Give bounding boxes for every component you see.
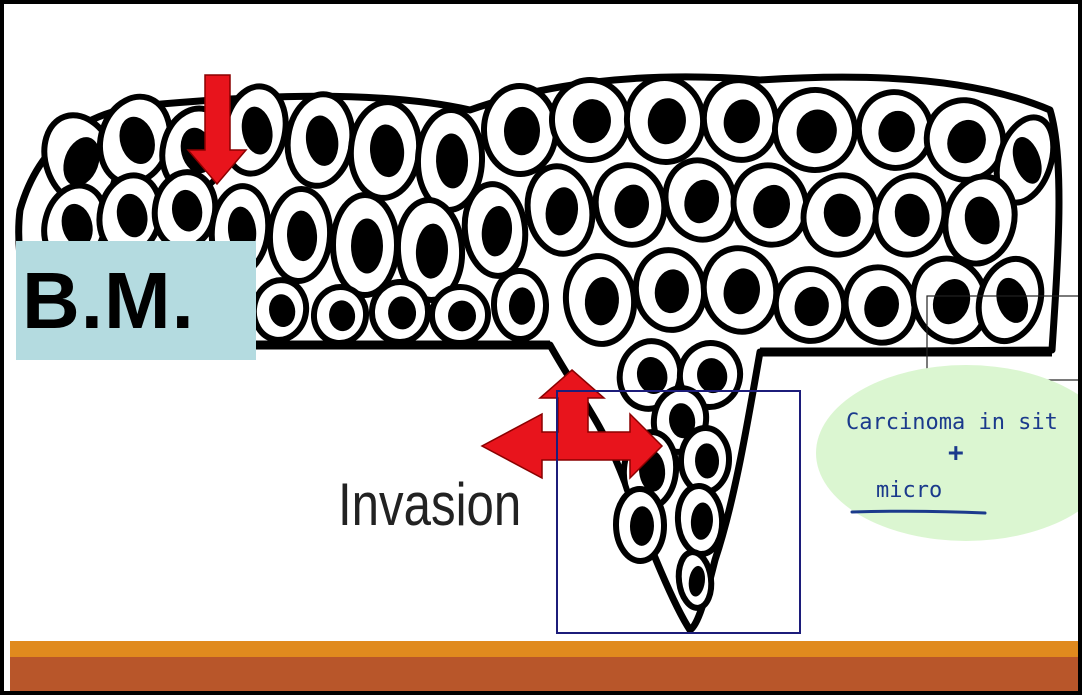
slide-frame [0, 0, 1082, 695]
slide: B.M. Invasion Carcinoma in sit + micro [0, 0, 1082, 695]
